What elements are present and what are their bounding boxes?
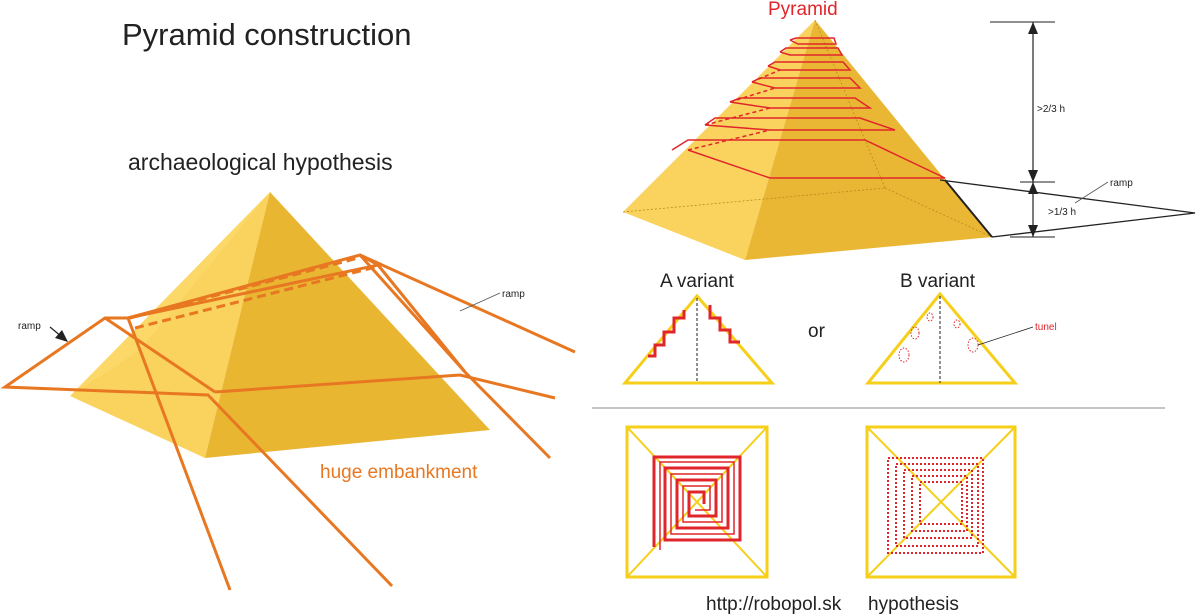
- top-view-a-diag-2: [626, 426, 768, 578]
- right-heading: Pyramid: [768, 0, 838, 20]
- external-ramp-edge: [944, 179, 993, 238]
- top-view-a-spiral-inner: [659, 461, 735, 550]
- tunnel-label: tunel: [1035, 322, 1057, 333]
- top-view-a: [625, 425, 769, 579]
- or-label: or: [808, 321, 826, 342]
- tunnel-1: [898, 347, 910, 363]
- dim-arrow-1: [1028, 22, 1038, 34]
- dim-arrow-2: [1028, 170, 1038, 182]
- embankment-right-upper: [359, 253, 576, 354]
- top-view-b-ring-5: [919, 481, 963, 525]
- embankment-inner-back: [104, 316, 216, 394]
- embankment-label: huge embankment: [320, 462, 478, 483]
- variant-a-label: A variant: [660, 271, 735, 292]
- variant-a-diagram: [621, 293, 776, 385]
- spiral-level-1: [671, 139, 946, 179]
- right-ramp-label: ramp: [1110, 178, 1133, 189]
- top-view-b-ring-1: [887, 457, 984, 554]
- variant-b-diagram: [864, 291, 1019, 385]
- dim-arrow-3: [1028, 182, 1038, 194]
- dashed-ramp-line-1: [129, 256, 359, 320]
- embankment-outer-left: [0, 316, 394, 588]
- spiral-level-6: [779, 47, 844, 56]
- spiral-level-2: [704, 117, 896, 131]
- left-embankment: [0, 253, 576, 591]
- embankment-inner-left: [126, 317, 232, 591]
- variant-b-tunnels: [898, 312, 979, 363]
- dim-arrow-4: [1028, 225, 1038, 237]
- diagram-title: Pyramid construction: [122, 17, 411, 52]
- right-pyramid-right-face: [745, 20, 992, 260]
- right-external-ramp: [939, 179, 1196, 238]
- top-view-a-diagonals: [626, 426, 768, 578]
- top-view-b-ring-2: [895, 463, 979, 547]
- right-ramp-pointer: [1074, 181, 1109, 204]
- ramp-arrow-head-left: [55, 330, 68, 342]
- upper-height-label: >2/3 h: [1037, 104, 1065, 115]
- top-view-a-spiral-outer: [652, 455, 742, 547]
- right-spiral-ramp: [671, 37, 946, 179]
- spiral-level-5: [767, 61, 852, 71]
- footer-word: hypothesis: [868, 594, 959, 615]
- variant-b-triangle: [864, 291, 1019, 385]
- top-view-b-ring-3: [903, 469, 973, 539]
- variant-a-left-steps: [648, 310, 686, 358]
- top-view-b-ring-4: [911, 475, 968, 532]
- height-arrows: [1028, 22, 1038, 237]
- spiral-hidden-3: [729, 87, 776, 103]
- embankment-ledge-line: [214, 373, 556, 400]
- left-pyramid-right-face: [205, 192, 490, 458]
- spiral-level-7: [789, 37, 838, 45]
- top-view-b: [865, 425, 1017, 579]
- variant-a-triangle: [621, 293, 776, 385]
- left-ramp-dashed: [129, 256, 377, 330]
- height-dimension: [990, 21, 1055, 238]
- spiral-hidden-1: [687, 129, 771, 151]
- spiral-hidden-4: [751, 69, 781, 83]
- variant-a-right-steps: [708, 305, 740, 344]
- top-view-b-square: [865, 425, 1017, 579]
- spiral-hidden-lines: [687, 69, 781, 151]
- top-view-b-diagonals: [866, 426, 1016, 578]
- lower-height-label: >1/3 h: [1048, 207, 1076, 218]
- top-view-a-square: [625, 425, 769, 579]
- ramp-label-left: ramp: [18, 321, 41, 332]
- left-pyramid-back-face: [70, 192, 270, 396]
- external-ramp-outline: [939, 179, 1196, 238]
- footer-url: http://robopol.sk: [706, 594, 842, 615]
- tunnel-4: [953, 319, 961, 329]
- tunnel-3: [926, 312, 934, 322]
- variant-b-label: B variant: [900, 271, 976, 292]
- top-view-b-tunnels: [887, 457, 984, 554]
- tunnel-pointer: [977, 326, 1034, 346]
- ramp-label-right: ramp: [502, 289, 525, 300]
- left-heading: archaeological hypothesis: [128, 149, 393, 175]
- tunnel-5: [967, 337, 979, 353]
- tunnel-2: [910, 326, 920, 340]
- ramp-pointer-right: [459, 292, 501, 312]
